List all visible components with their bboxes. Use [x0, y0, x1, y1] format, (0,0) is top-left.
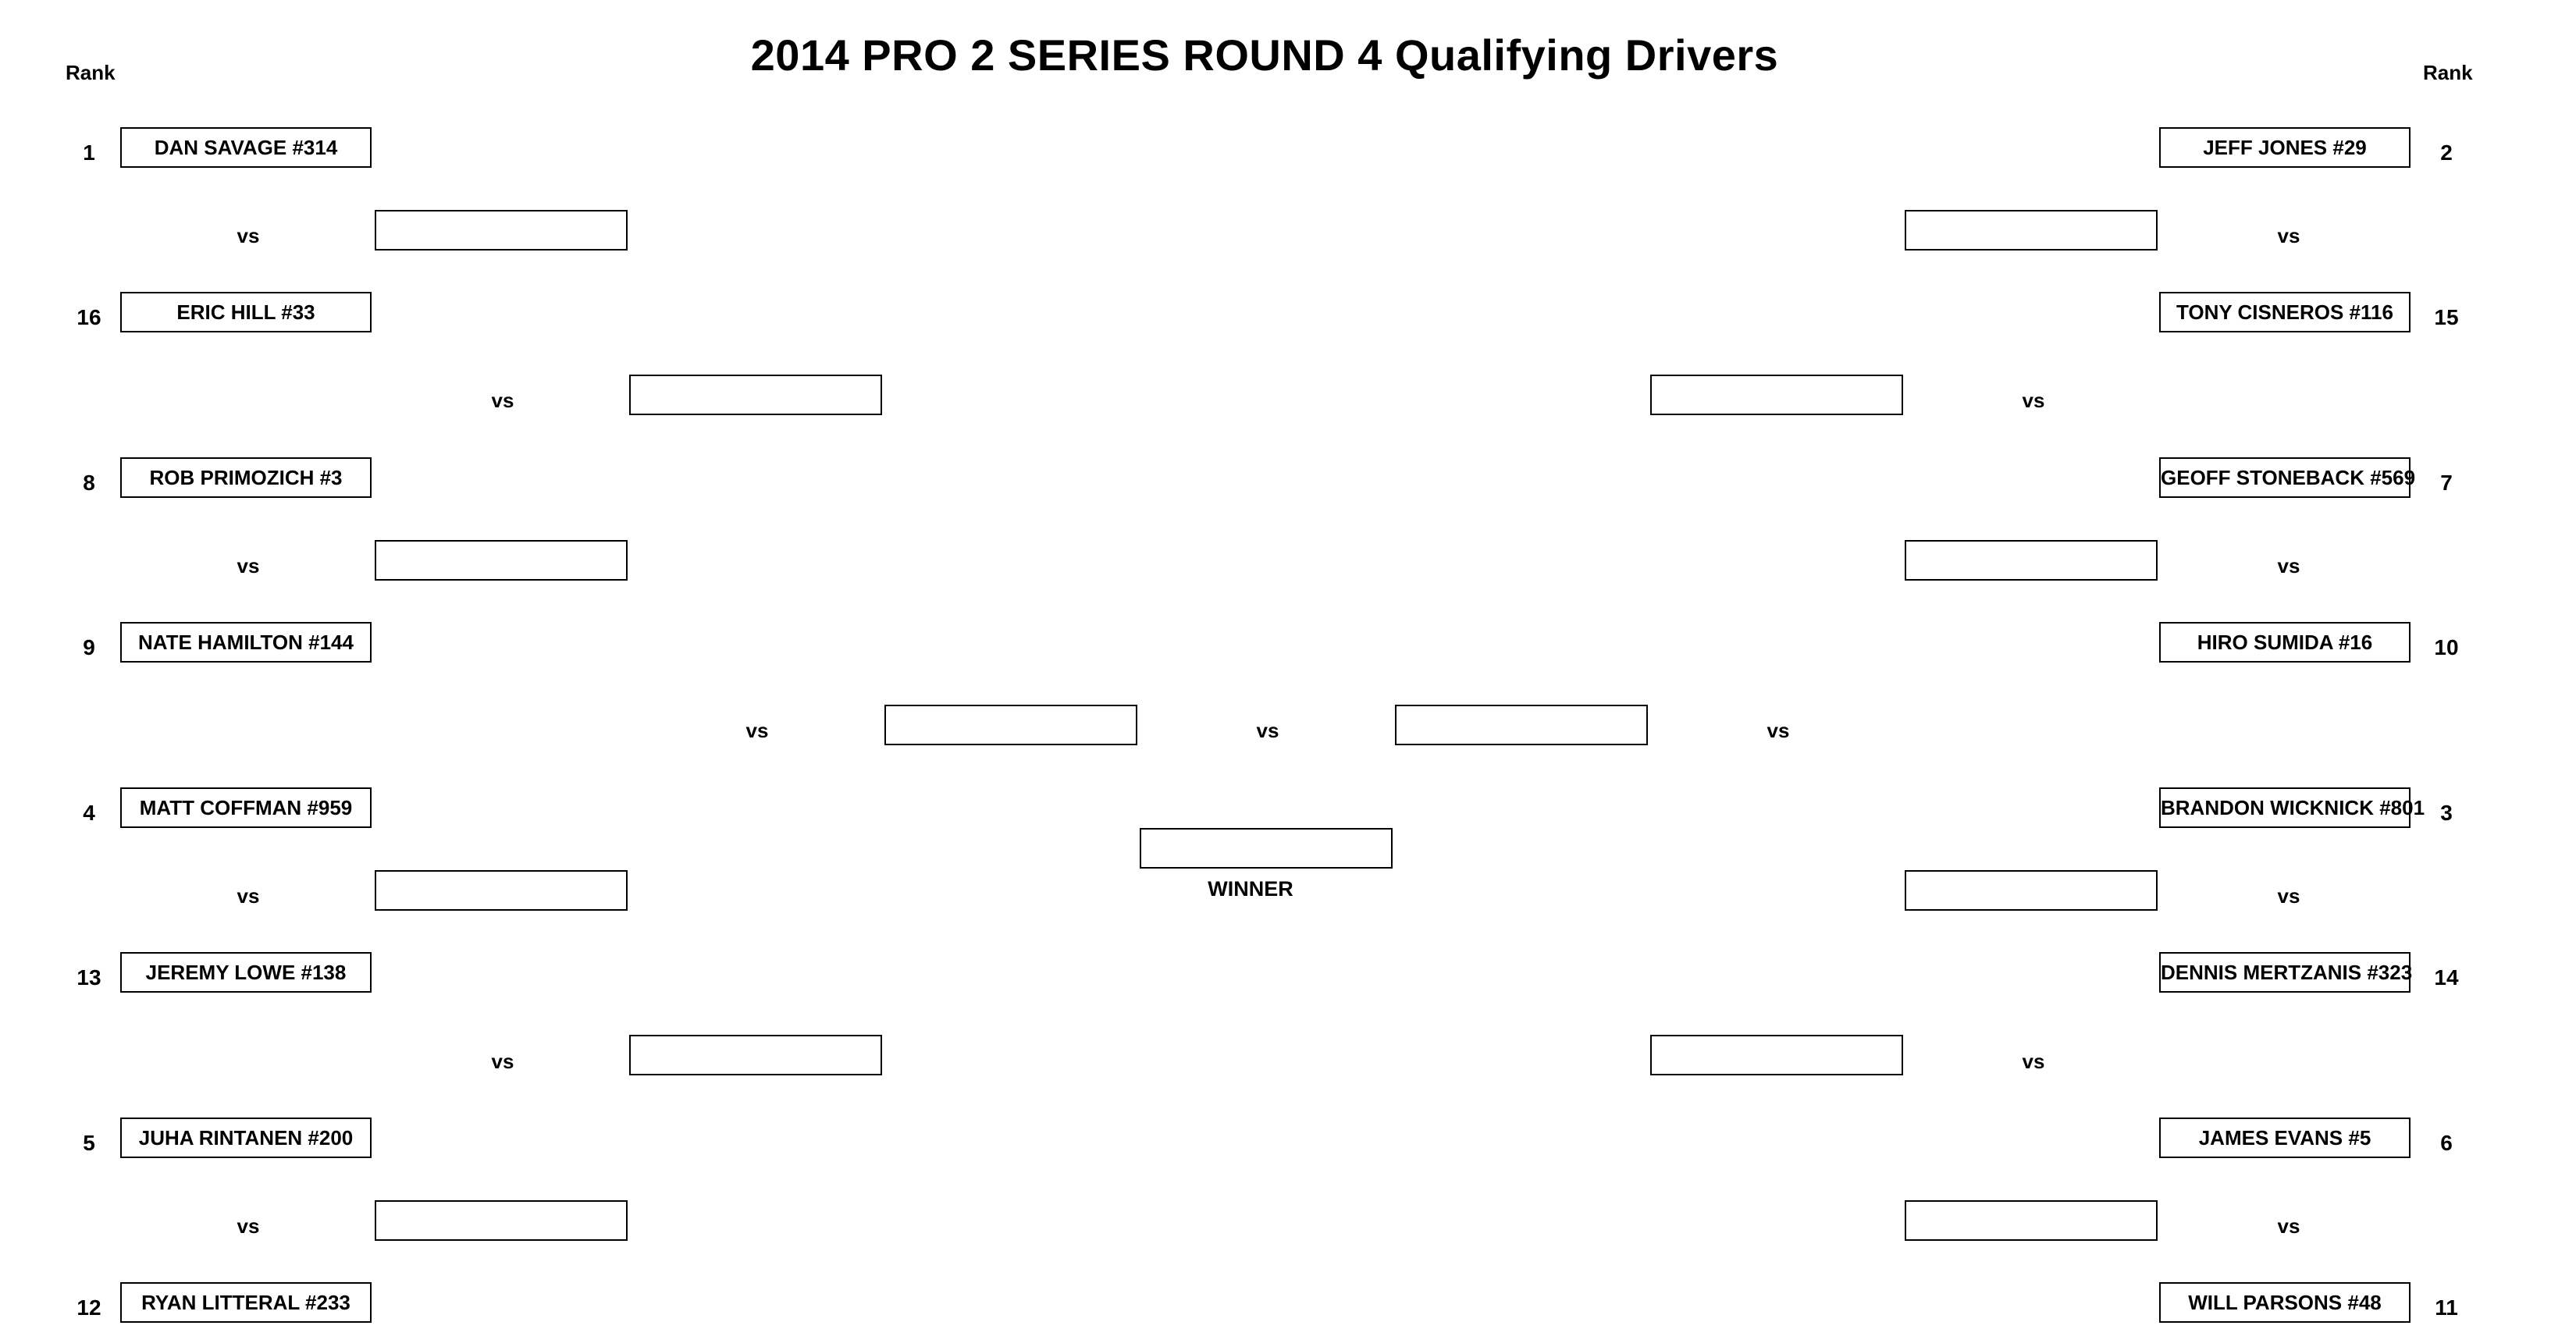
driver-name-box: HIRO SUMIDA #16 — [2159, 622, 2411, 663]
rank-number: 14 — [2434, 965, 2459, 990]
bracket-slot[interactable] — [1905, 210, 2158, 251]
bracket-slot[interactable] — [1395, 705, 1648, 745]
driver-name-box: DAN SAVAGE #314 — [120, 127, 372, 168]
bracket-slot[interactable] — [1905, 540, 2158, 581]
bracket-slot[interactable] — [1905, 1200, 2158, 1241]
rank-number: 13 — [76, 965, 101, 990]
bracket-slot[interactable] — [629, 375, 882, 415]
driver-name-box: WILL PARSONS #48 — [2159, 1282, 2411, 1323]
rank-number: 11 — [2435, 1295, 2458, 1320]
winner-label: WINNER — [1208, 877, 1293, 901]
rank-number: 12 — [76, 1295, 101, 1320]
bracket-slot[interactable] — [1650, 1035, 1903, 1075]
vs-label: vs — [1256, 719, 1279, 742]
vs-label: vs — [237, 224, 260, 247]
vs-label: vs — [491, 1050, 514, 1073]
driver-name-box: NATE HAMILTON #144 — [120, 622, 372, 663]
vs-label: vs — [2277, 884, 2300, 908]
rank-number: 8 — [83, 471, 95, 495]
rank-number: 7 — [2440, 471, 2453, 495]
rank-header-right: Rank — [2423, 61, 2473, 84]
driver-name-box: GEOFF STONEBACK #569 — [2159, 457, 2415, 498]
bracket-slot[interactable] — [375, 210, 628, 251]
rank-number: 6 — [2440, 1131, 2453, 1155]
vs-label: vs — [237, 554, 260, 577]
vs-label: vs — [2277, 554, 2300, 577]
driver-name-box: DENNIS MERTZANIS #323 — [2159, 952, 2412, 993]
driver-name-box: ERIC HILL #33 — [120, 292, 372, 332]
driver-name-box: BRANDON WICKNICK #801 — [2159, 787, 2425, 828]
vs-label: vs — [2022, 389, 2045, 412]
rank-number: 15 — [2434, 305, 2459, 329]
vs-label: vs — [745, 719, 769, 742]
rank-number: 2 — [2440, 140, 2453, 165]
vs-label: vs — [2277, 224, 2300, 247]
vs-label: vs — [237, 1214, 260, 1238]
page-title: 2014 PRO 2 SERIES ROUND 4 Qualifying Dri… — [750, 30, 1779, 80]
bracket-slot[interactable] — [884, 705, 1137, 745]
driver-name-box: JAMES EVANS #5 — [2159, 1118, 2411, 1158]
rank-number: 1 — [83, 140, 95, 165]
vs-label: vs — [491, 389, 514, 412]
bracket-slot[interactable] — [375, 1200, 628, 1241]
vs-label: vs — [237, 884, 260, 908]
vs-label: vs — [2277, 1214, 2300, 1238]
bracket-slot[interactable] — [629, 1035, 882, 1075]
rank-header-left: Rank — [66, 61, 116, 84]
driver-name-box: RYAN LITTERAL #233 — [120, 1282, 372, 1323]
vs-label: vs — [2022, 1050, 2045, 1073]
rank-number: 5 — [83, 1131, 95, 1155]
driver-name-box: JEFF JONES #29 — [2159, 127, 2411, 168]
winner-slot[interactable] — [1140, 828, 1393, 869]
driver-name-box: TONY CISNEROS #116 — [2159, 292, 2411, 332]
rank-number: 10 — [2434, 635, 2459, 659]
driver-name-box: MATT COFFMAN #959 — [120, 787, 372, 828]
bracket-slot[interactable] — [375, 870, 628, 911]
rank-number: 3 — [2440, 801, 2453, 825]
rank-number: 16 — [76, 305, 101, 329]
bracket-slot[interactable] — [375, 540, 628, 581]
driver-name-box: ROB PRIMOZICH #3 — [120, 457, 372, 498]
bracket-slot[interactable] — [1905, 870, 2158, 911]
rank-number: 9 — [83, 635, 95, 659]
driver-name-box: JEREMY LOWE #138 — [120, 952, 372, 993]
rank-number: 4 — [83, 801, 95, 825]
driver-name-box: JUHA RINTANEN #200 — [120, 1118, 372, 1158]
bracket-slot[interactable] — [1650, 375, 1903, 415]
vs-label: vs — [1767, 719, 1790, 742]
